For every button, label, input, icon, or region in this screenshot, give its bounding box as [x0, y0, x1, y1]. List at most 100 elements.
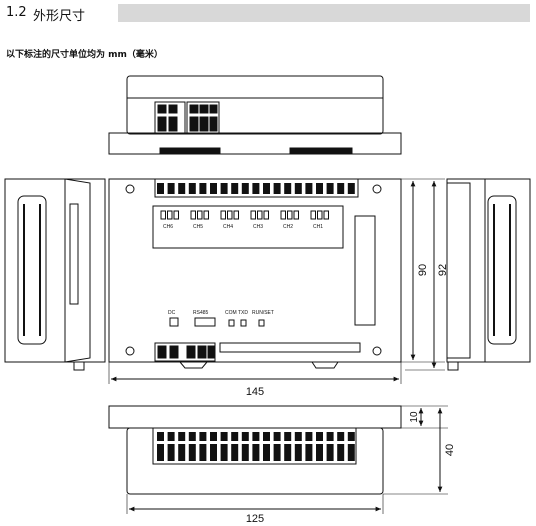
dim-height-outer: 92: [437, 264, 449, 276]
bottom-dimensions: [126, 405, 448, 514]
bottom-terminal-body: [263, 444, 270, 461]
section-heading: 1.2 外形尺寸: [0, 0, 536, 28]
right-side-view: [446, 178, 531, 371]
terminal-screw: [326, 183, 334, 194]
bottom-terminal-top: [157, 432, 164, 441]
bottom-terminal-top: [252, 432, 260, 441]
units-note: 以下标注的尺寸单位均为 mm（毫米）: [6, 50, 163, 60]
bottom-terminal-top: [284, 432, 292, 441]
terminal-screw: [284, 183, 292, 194]
top-view: [108, 75, 402, 155]
bottom-terminal-top: [263, 432, 270, 441]
bottom-terminal-top: [241, 432, 249, 441]
label-txd: TXD: [238, 310, 248, 316]
bottom-terminal-body: [316, 444, 323, 461]
channel-label: CH4: [223, 224, 233, 230]
terminal-screw: [220, 183, 228, 194]
bottom-terminal-body: [347, 444, 355, 461]
pin: [310, 210, 316, 220]
pin: [227, 210, 233, 220]
bottom-terminal-top: [220, 432, 228, 441]
pin: [287, 210, 293, 220]
section-title: 外形尺寸: [33, 9, 86, 24]
bottom-terminal-top: [231, 432, 239, 441]
bottom-terminal-body: [326, 444, 334, 461]
bottom-terminal-top: [326, 432, 334, 441]
bottom-view: [108, 405, 402, 495]
bottom-terminal-body: [252, 444, 260, 461]
pin: [317, 210, 323, 220]
label-rs485: RS485: [193, 310, 209, 316]
pin: [250, 210, 256, 220]
terminal-screw: [188, 183, 196, 194]
bottom-terminal-body: [294, 444, 302, 461]
bottom-terminal-body: [178, 444, 186, 461]
pin: [197, 210, 203, 220]
terminal-screw: [305, 183, 313, 194]
terminal-screw: [157, 183, 164, 194]
pin: [263, 210, 269, 220]
pin: [190, 210, 196, 220]
pin: [233, 210, 239, 220]
bottom-terminal-body: [220, 444, 228, 461]
channel-label: CH6: [163, 224, 173, 230]
bottom-terminal-body: [337, 444, 345, 461]
pin: [293, 210, 299, 220]
bottom-terminal-body: [188, 444, 196, 461]
bottom-terminal-top: [316, 432, 323, 441]
channel-label: CH2: [283, 224, 293, 230]
bottom-terminal-body: [210, 444, 217, 461]
width-dimension-front: [108, 362, 402, 384]
pin: [167, 210, 173, 220]
heading-bar: [118, 4, 530, 22]
terminal-screw: [199, 183, 207, 194]
label-run-set: RUN/SET: [252, 310, 274, 316]
height-dimensions: [401, 178, 445, 371]
channel-label: CH1: [313, 224, 323, 230]
bottom-terminal-body: [241, 444, 249, 461]
bottom-terminal-top: [337, 432, 345, 441]
top-terminal-block-right: [186, 101, 220, 134]
bottom-terminal-top: [167, 432, 175, 441]
bottom-terminal-top: [210, 432, 217, 441]
bottom-terminal-top: [305, 432, 313, 441]
dim-depth: 40: [444, 444, 456, 456]
pin: [203, 210, 209, 220]
indicator-area: [169, 317, 265, 327]
bottom-terminal-body: [284, 444, 292, 461]
dim-step: 10: [409, 411, 420, 423]
channel-label: CH3: [253, 224, 263, 230]
terminal-screw: [241, 183, 249, 194]
bottom-terminal-top: [199, 432, 207, 441]
dim-height-inner: 90: [417, 264, 429, 276]
bottom-terminal-top: [178, 432, 186, 441]
terminal-screw: [337, 183, 345, 194]
pin: [160, 210, 166, 220]
bottom-terminal-body: [273, 444, 281, 461]
pin: [323, 210, 329, 220]
bottom-terminal-top: [188, 432, 196, 441]
bottom-terminal-body: [167, 444, 175, 461]
terminal-screw: [294, 183, 302, 194]
terminal-screw: [178, 183, 186, 194]
section-number: 1.2: [6, 5, 27, 20]
terminal-screw: [231, 183, 239, 194]
channel-label: CH5: [193, 224, 203, 230]
terminal-screw: [273, 183, 281, 194]
bottom-terminal-body: [231, 444, 239, 461]
left-side-view: [4, 178, 106, 371]
terminal-screw: [252, 183, 260, 194]
front-view: CH6 CH5 CH4 CH3 CH2 CH1: [108, 178, 402, 369]
pin: [173, 210, 179, 220]
dim-width-front: 145: [246, 386, 264, 398]
terminal-screw: [167, 183, 175, 194]
bottom-terminal-top: [294, 432, 302, 441]
terminal-screw: [263, 183, 270, 194]
bottom-terminal-body: [305, 444, 313, 461]
label-dc: DC: [168, 310, 176, 316]
pin: [220, 210, 226, 220]
top-terminal-block-left: [154, 101, 186, 134]
dim-width-bottom: 125: [246, 513, 264, 525]
pin: [257, 210, 263, 220]
bottom-terminal-top: [273, 432, 281, 441]
